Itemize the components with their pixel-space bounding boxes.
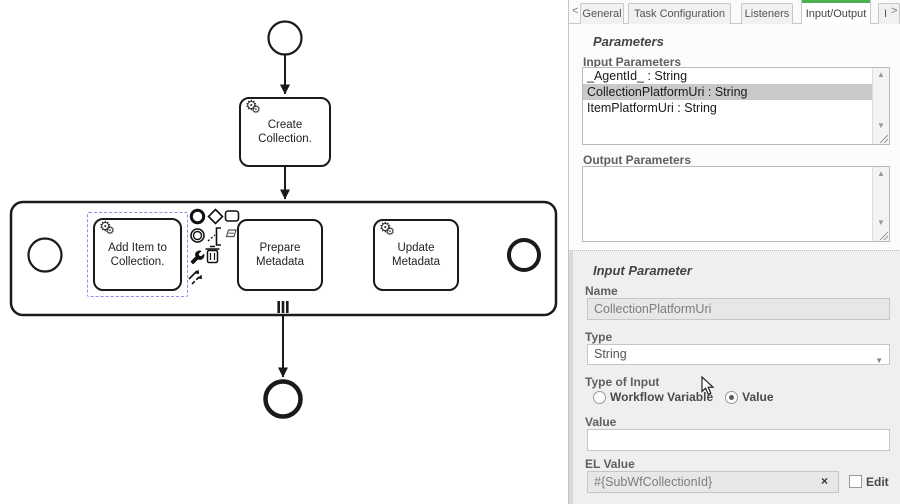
input-parameter-section: Input Parameter Name CollectionPlatformU… [569,250,900,504]
output-parameters-label: Output Parameters [583,153,692,167]
contextpad-wrench-icon[interactable] [188,247,205,264]
radio-workflow-variable-label[interactable]: Workflow Variable [610,390,714,404]
edit-checkbox[interactable] [849,475,862,488]
contextpad-screen-icon[interactable] [223,228,237,238]
scrollbar[interactable]: ▲ ▼ [872,68,889,144]
value-field[interactable] [587,429,890,451]
clear-el-value-icon[interactable]: × [821,474,829,488]
edit-checkbox-label[interactable]: Edit [866,475,889,489]
properties-panel: < General Task Configuration Listeners I… [568,0,900,504]
task-label: Add Item to Collection. [108,241,167,268]
dropdown-arrow-icon: ▼ [875,356,883,365]
el-value-field: #{SubWfCollectionId} [587,471,839,493]
scroll-down-icon[interactable]: ▼ [877,121,885,130]
scroll-down-icon[interactable]: ▼ [877,218,885,227]
service-task-gear-icon: ⚙⚙ [99,218,115,237]
input-parameter-title: Input Parameter [593,263,692,278]
input-parameters-label: Input Parameters [583,55,682,69]
task-label: Create Collection. [258,119,312,145]
task-add-item-to-collection[interactable]: ⚙⚙ Add Item to Collection. [93,218,182,291]
properties-tabbar: < General Task Configuration Listeners I… [569,0,900,24]
mouse-cursor [701,376,715,396]
contextpad-append-intermediate-event[interactable] [189,227,206,244]
bpmn-canvas[interactable]: ⚙⚙ Create Collection. ⚙⚙ Add Item to Col… [0,0,568,504]
selection-outline [87,212,188,297]
radio-value-label[interactable]: Value [742,390,774,404]
service-task-gear-icon: ⚙⚙ [379,219,395,238]
task-update-metadata[interactable]: ⚙⚙ Update Metadata [373,219,459,291]
task-create-collection[interactable]: ⚙⚙ Create Collection. [239,97,331,167]
tab-general[interactable]: General [580,3,624,24]
input-parameters-list[interactable]: _AgentId_ : String CollectionPlatformUri… [582,67,890,145]
type-of-input-radios: Workflow Variable Value [593,390,782,404]
tab-scroll-left[interactable]: < [572,5,579,17]
task-prepare-metadata[interactable]: Prepare Metadata [237,219,323,291]
tab-task-configuration[interactable]: Task Configuration [628,3,731,24]
contextpad-append-text-annotation[interactable] [206,226,224,247]
start-event[interactable] [267,20,303,56]
type-of-input-label: Type of Input [585,375,660,389]
resize-handle-icon[interactable] [878,230,888,240]
value-label: Value [585,415,617,429]
radio-workflow-variable[interactable] [593,390,606,404]
scrollbar[interactable]: ▲ ▼ [872,167,889,241]
multi-instance-marker-icon [277,301,289,313]
task-label: Prepare Metadata [256,242,304,268]
parameters-title: Parameters [593,34,664,49]
resize-handle-icon[interactable] [878,133,888,143]
radio-value[interactable] [725,390,739,404]
type-label: Type [585,330,613,344]
list-item-selected[interactable]: CollectionPlatformUri : String [583,84,889,100]
list-item[interactable]: _AgentId_ : String [587,69,688,83]
el-value-label: EL Value [585,457,635,471]
contextpad-append-task[interactable] [224,209,240,223]
name-field: CollectionPlatformUri [587,298,890,320]
service-task-gear-icon: ⚙⚙ [245,97,261,116]
tab-input-output[interactable]: Input/Output [801,0,871,24]
contextpad-trash-icon[interactable] [205,245,220,264]
end-event[interactable] [263,379,303,419]
output-parameters-list[interactable]: ▲ ▼ [582,166,890,242]
contextpad-connect-icon[interactable] [187,266,206,286]
list-item[interactable]: ItemPlatformUri : String [587,101,717,115]
tab-scroll-right[interactable]: > [891,5,898,17]
subprocess-start-event[interactable] [27,237,63,273]
name-label: Name [585,284,618,298]
task-label: Update Metadata [392,242,440,268]
contextpad-append-end-event[interactable] [189,208,206,225]
contextpad-append-gateway[interactable] [207,208,224,225]
scroll-up-icon[interactable]: ▲ [877,169,885,178]
tab-listeners[interactable]: Listeners [741,3,793,24]
subprocess-end-event[interactable] [507,238,541,272]
parameters-section: Parameters Input Parameters _AgentId_ : … [569,24,900,250]
type-select[interactable]: String ▼ [587,344,890,365]
scroll-up-icon[interactable]: ▲ [877,70,885,79]
